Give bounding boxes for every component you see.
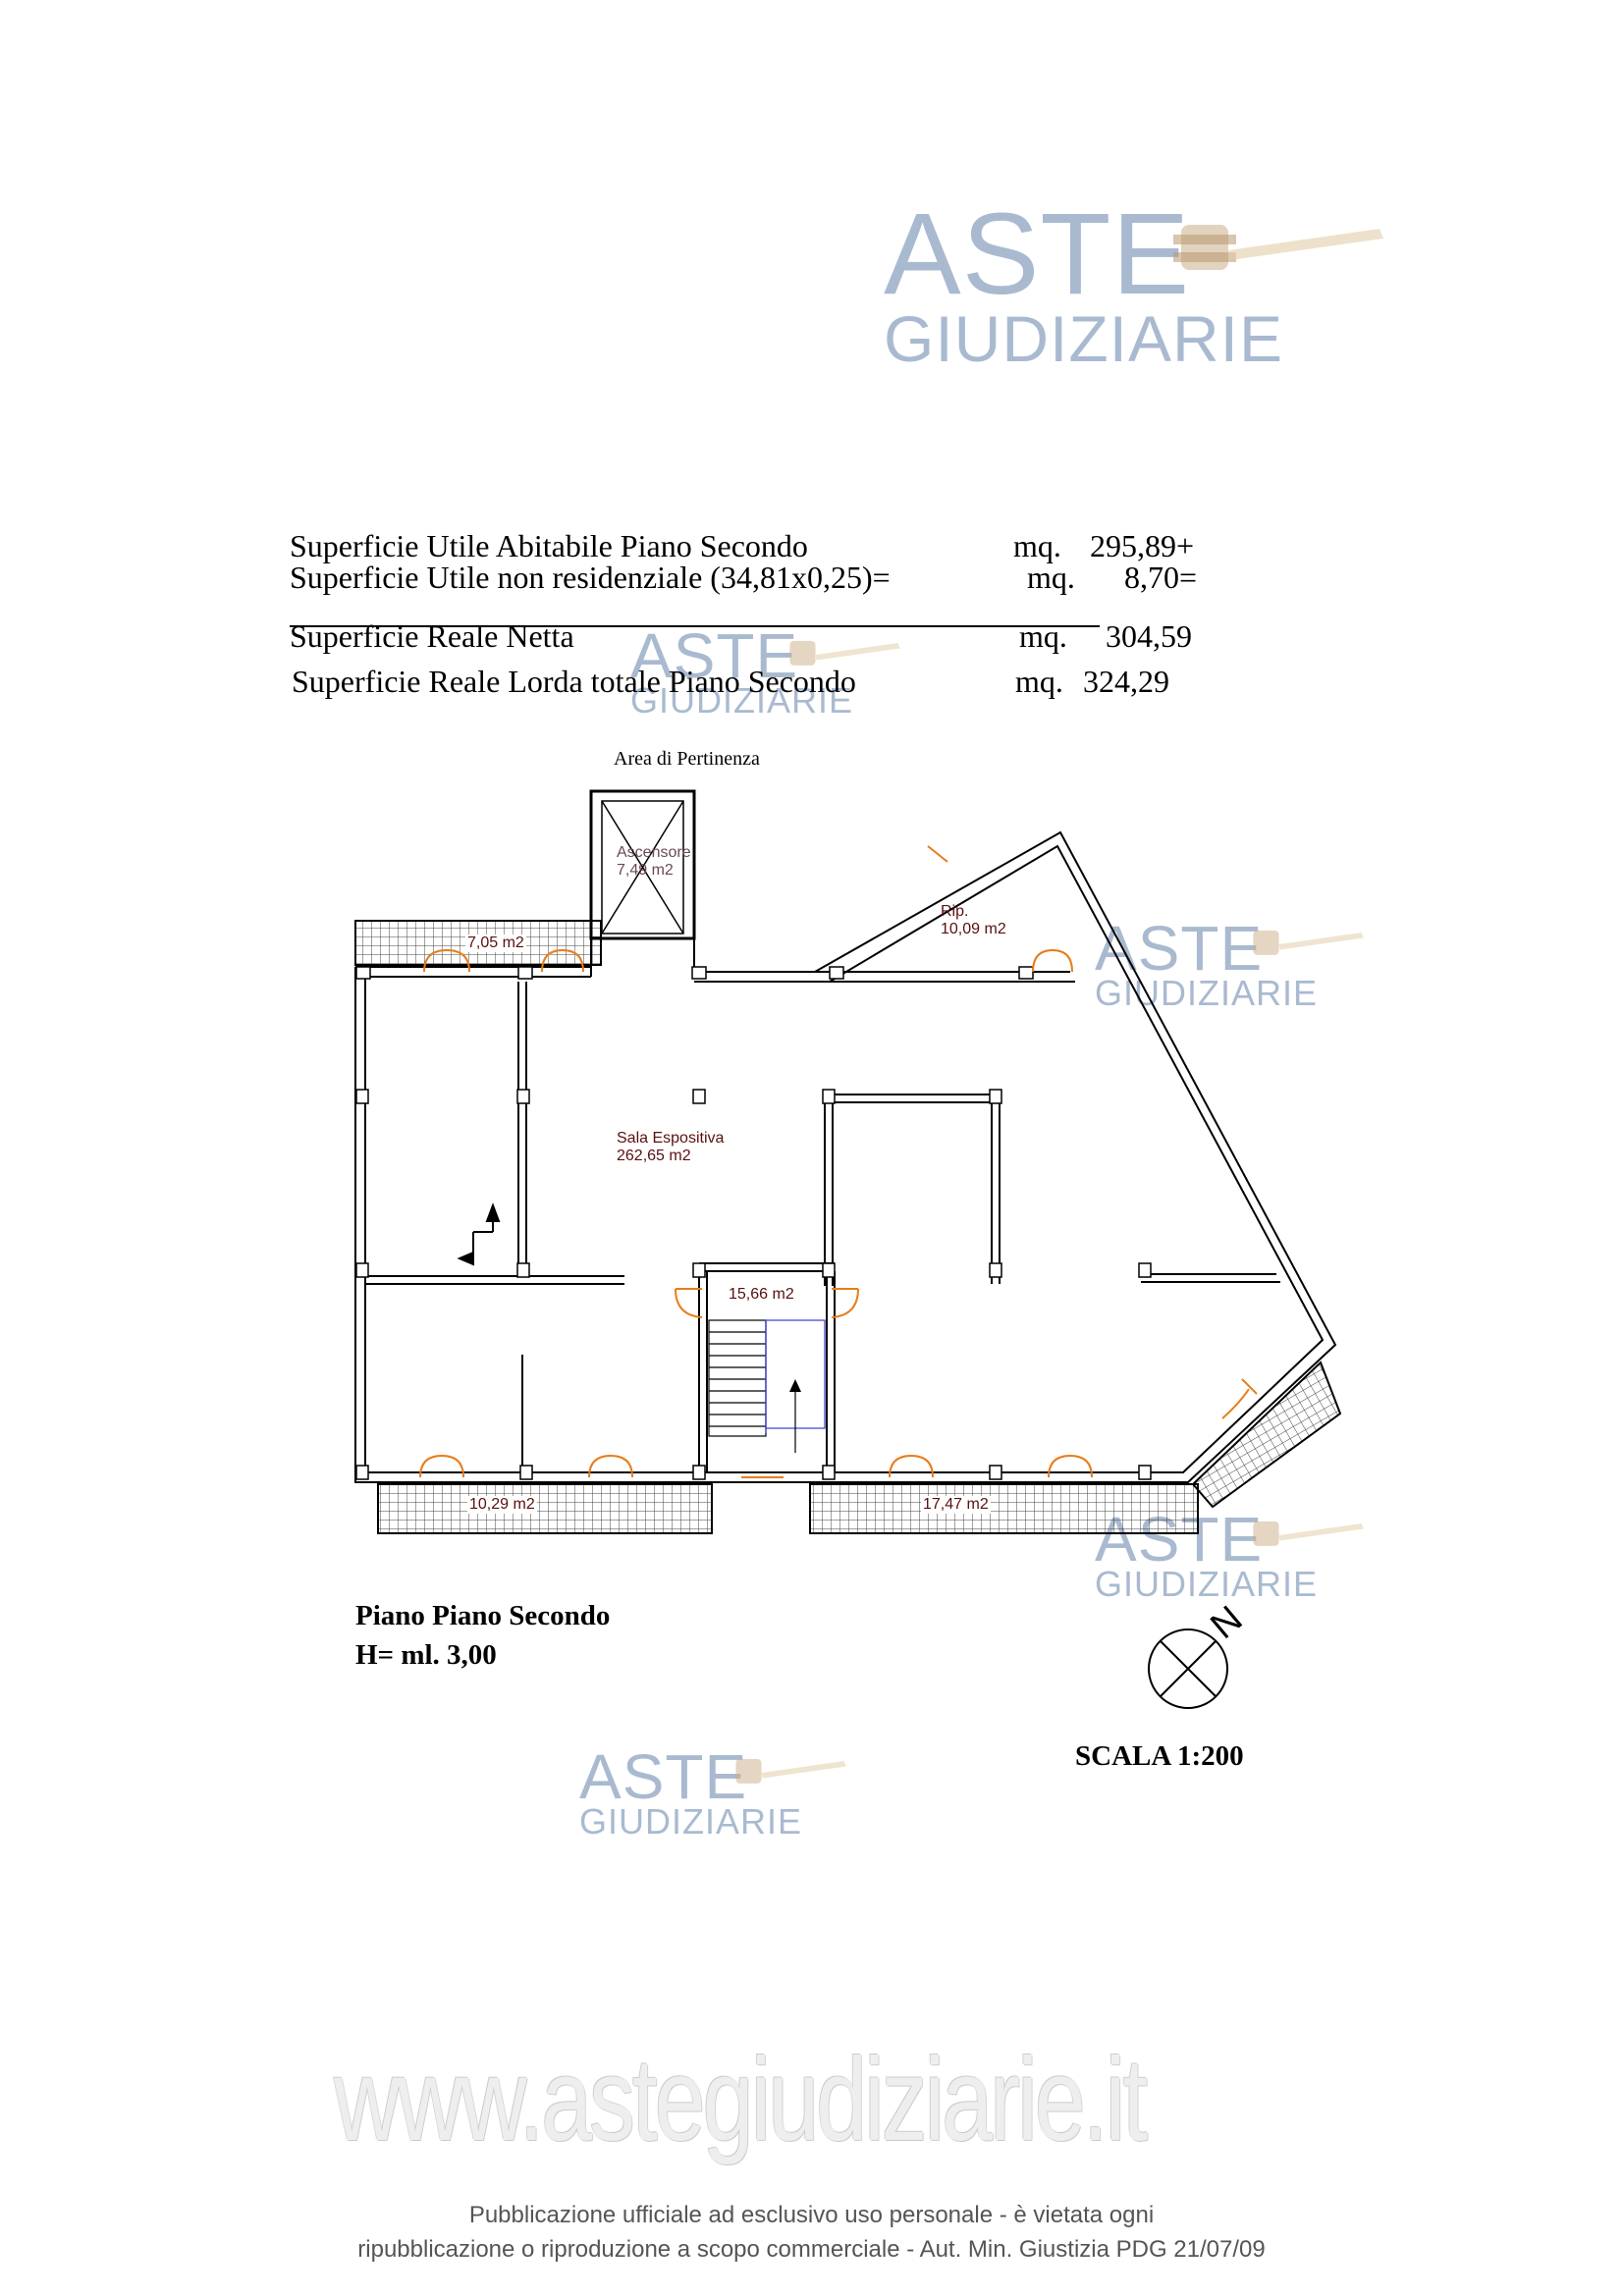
- watermark-line1: ASTE: [630, 620, 799, 691]
- summary-value: 304,59: [1106, 618, 1192, 654]
- summary-row-3: Superficie Reale Netta: [290, 618, 574, 655]
- summary-value: 295,89+: [1090, 528, 1195, 563]
- stairs-area-label: 15,66 m2: [729, 1286, 794, 1304]
- watermark-line1: ASTE: [884, 189, 1191, 319]
- balcony-right-hatch: [1191, 1361, 1342, 1509]
- summary-unit-3: mq.: [1019, 618, 1067, 655]
- watermark-logo-top: ASTE GIUDIZIARIE: [884, 196, 1283, 371]
- ascensore-area: 7,49 m2: [617, 861, 674, 879]
- gavel-icon: [1253, 1521, 1364, 1546]
- balcony-bottom-right-hatch: [809, 1483, 1199, 1534]
- gavel-icon: [1173, 225, 1383, 270]
- height-caption: H= ml. 3,00: [355, 1639, 497, 1671]
- summary-row-4: Superficie Reale Lorda totale Piano Seco…: [292, 664, 856, 700]
- summary-divider: [290, 625, 1100, 627]
- gavel-icon: [1253, 930, 1364, 955]
- ascensore-label: Ascensore 7,49 m2: [617, 844, 691, 879]
- balcony-bottom-left-label: 10,29 m2: [467, 1496, 537, 1514]
- interior-walls: [365, 982, 1280, 1472]
- summary-unit: mq.: [1013, 528, 1061, 563]
- balcony-bottom-left-hatch: [377, 1483, 713, 1534]
- summary-label: Superficie Utile Abitabile Piano Secondo: [290, 528, 808, 563]
- north-compass-icon: [1148, 1629, 1228, 1709]
- elevator-shaft: [589, 789, 696, 940]
- summary-value-2: 8,70=: [1124, 560, 1197, 596]
- summary-label: Superficie Reale Netta: [290, 618, 574, 654]
- watermark-line2: GIUDIZIARIE: [579, 1801, 803, 1842]
- sala-espositiva-label: Sala Espositiva 262,65 m2: [617, 1130, 724, 1166]
- sala-name: Sala Espositiva: [617, 1130, 725, 1147]
- gavel-icon: [789, 640, 900, 666]
- gavel-icon: [735, 1758, 846, 1784]
- watermark-line1: ASTE: [579, 1741, 748, 1812]
- watermark-line2: GIUDIZIARIE: [1095, 1564, 1319, 1604]
- pillars: [355, 966, 1152, 1480]
- direction-arrows: [457, 1202, 501, 1266]
- summary-label: Superficie Utile non residenziale (34,81…: [290, 560, 891, 595]
- balcony-bottom-right-label: 17,47 m2: [921, 1496, 991, 1514]
- summary-value-4: 324,29: [1083, 664, 1169, 700]
- footer-note-line2: ripubblicazione o riproduzione a scopo c…: [357, 2236, 1266, 2263]
- stair-arrow-icon: [789, 1379, 801, 1392]
- balcony-top-label: 7,05 m2: [465, 934, 526, 952]
- floor-caption: Piano Piano Secondo: [355, 1600, 611, 1631]
- summary-row-1: Superficie Utile Abitabile Piano Secondo: [290, 528, 808, 564]
- watermark-logo-summary: ASTE GIUDIZIARIE: [630, 624, 853, 719]
- rip-area: 10,09 m2: [941, 921, 1006, 938]
- summary-value-1: 295,89+: [1090, 528, 1194, 564]
- summary-unit: mq.: [1015, 664, 1063, 699]
- summary-unit: mq.: [1019, 618, 1067, 654]
- watermark-line2: GIUDIZIARIE: [1095, 973, 1319, 1013]
- summary-value: 8,70=: [1124, 560, 1198, 595]
- scale-caption: SCALA 1:200: [1075, 1740, 1244, 1772]
- summary-row-2: Superficie Utile non residenziale (34,81…: [290, 560, 891, 596]
- doors: [419, 845, 1258, 1478]
- rip-label: Rip. 10,09 m2: [941, 903, 1006, 939]
- summary-unit-2: mq.: [1027, 560, 1075, 596]
- watermark-line2: GIUDIZIARIE: [630, 680, 854, 721]
- sala-area: 262,65 m2: [617, 1148, 691, 1165]
- summary-value: 324,29: [1083, 664, 1169, 699]
- summary-value-3: 304,59: [1106, 618, 1192, 655]
- footer-url-watermark: www.astegiudiziarie.it: [334, 2034, 1148, 2165]
- footer-note-line1: Pubblicazione ufficiale ad esclusivo uso…: [468, 2202, 1155, 2228]
- rip-name: Rip.: [941, 903, 969, 920]
- summary-unit-4: mq.: [1015, 664, 1063, 700]
- watermark-logo-lower: ASTE GIUDIZIARIE: [579, 1745, 802, 1840]
- summary-unit-1: mq.: [1013, 528, 1061, 564]
- ascensore-name: Ascensore: [617, 844, 691, 861]
- watermark-line2: GIUDIZIARIE: [884, 302, 1284, 375]
- summary-unit: mq.: [1027, 560, 1075, 595]
- area-pertinenza-label: Area di Pertinenza: [614, 748, 760, 770]
- summary-label: Superficie Reale Lorda totale Piano Seco…: [292, 664, 856, 699]
- stairs: [708, 1319, 826, 1453]
